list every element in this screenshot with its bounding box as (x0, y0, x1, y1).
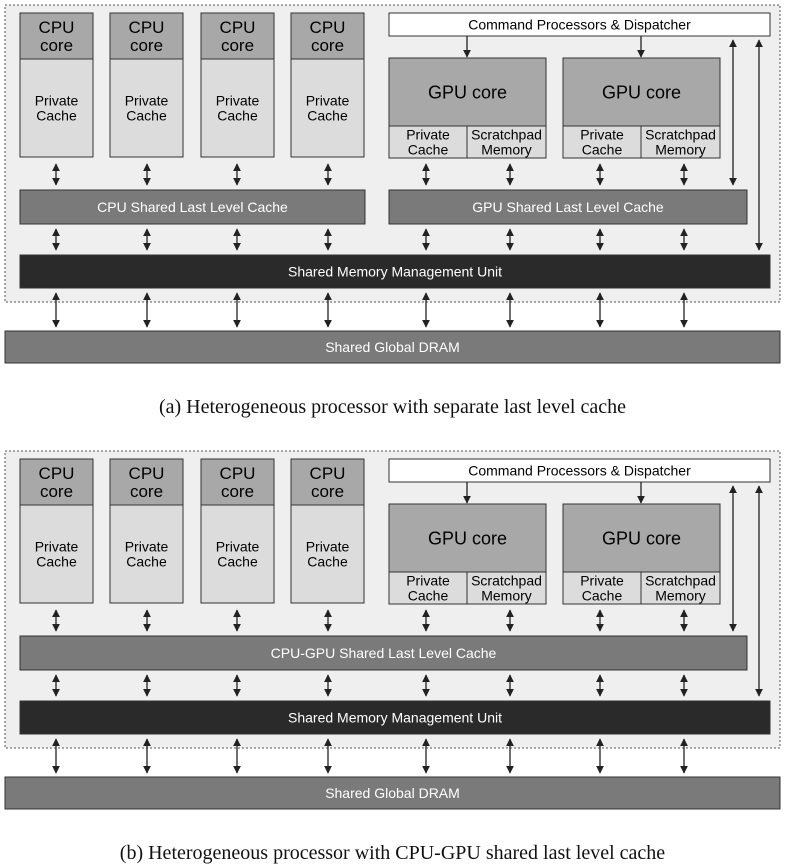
panel-0-gpu-scratchpad-2 (640, 125, 721, 159)
panel-1-cpu-private-cache-4 (290, 504, 365, 604)
panel-0-llc-label-2: GPU Shared Last Level Cache (472, 199, 664, 215)
panel-1-cpu-private-cache-3 (200, 504, 275, 604)
panel-0-gpu-core-label-1: GPU core (428, 82, 507, 102)
panel-0-dispatcher-box (388, 12, 771, 37)
panel-1-dram-label: Shared Global DRAM (325, 785, 460, 801)
panel-0-cpu-private-cache-1 (19, 58, 94, 158)
panel-1-llc-1 (19, 635, 748, 671)
panel-0-mmu (19, 254, 771, 289)
panel-0-gpu-scratchpad-1 (466, 125, 547, 159)
panel-1-llc-label-1: CPU-GPU Shared Last Level Cache (271, 645, 497, 661)
panel-0-llc-1 (19, 189, 366, 225)
panel-1-gpu-private-cache-1 (388, 571, 468, 605)
panel-0-dram (4, 330, 781, 364)
panel-0-dram-label: Shared Global DRAM (325, 339, 460, 355)
panel-1-cpu-private-cache-1 (19, 504, 94, 604)
panel-0-cpu-private-cache-2 (109, 58, 184, 158)
caption-a: (a) Heterogeneous processor with separat… (158, 396, 626, 418)
panel-0-cpu-core-1-head (19, 12, 94, 60)
panel-0-dispatcher-label: Command Processors & Dispatcher (468, 16, 691, 32)
panel-0-llc-label-1: CPU Shared Last Level Cache (97, 199, 288, 215)
panel-1-mmu (19, 700, 771, 735)
panel-1-cpu-core-3-head (200, 458, 275, 506)
panel-1-dispatcher-box (388, 458, 771, 483)
panel-1-gpu-core-label-1: GPU core (428, 528, 507, 548)
panel-1-gpu-core-1 (388, 503, 547, 573)
panel-1-cpu-core-2-head (109, 458, 184, 506)
panel-0-cpu-private-cache-4 (290, 58, 365, 158)
panel-1-gpu-private-cache-2 (562, 571, 642, 605)
panel-1-gpu-scratchpad-2 (640, 571, 721, 605)
panel-0-mmu-label: Shared Memory Management Unit (288, 263, 502, 279)
panel-0-gpu-private-cache-2 (562, 125, 642, 159)
panel-0-cpu-core-4-head (290, 12, 365, 60)
panel-1-dram (4, 776, 781, 810)
panel-1-gpu-core-label-2: GPU core (602, 528, 681, 548)
panel-0-cpu-core-2-head (109, 12, 184, 60)
panel-0-gpu-core-label-2: GPU core (602, 82, 681, 102)
panel-1-gpu-scratchpad-1 (466, 571, 547, 605)
panel-0-llc-2 (388, 189, 748, 225)
panel-0-gpu-private-cache-1 (388, 125, 468, 159)
panel-0-cpu-private-cache-3 (200, 58, 275, 158)
panel-1-cpu-private-cache-2 (109, 504, 184, 604)
panel-1-dispatcher-label: Command Processors & Dispatcher (468, 462, 691, 478)
caption-b: (b) Heterogeneous processor with CPU-GPU… (119, 842, 666, 864)
panel-0-gpu-core-2 (562, 57, 721, 127)
panel-1-mmu-label: Shared Memory Management Unit (288, 709, 502, 725)
